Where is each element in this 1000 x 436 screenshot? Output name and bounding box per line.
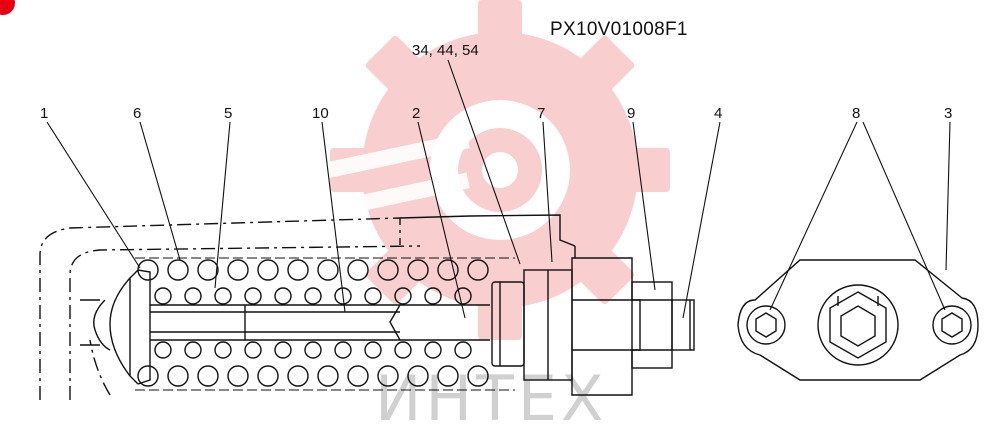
part-label: 7 [537,105,546,122]
part-label: 1 [40,105,49,122]
piston [491,281,525,367]
part-label: 9 [627,105,636,122]
leader-lines [46,59,951,319]
housing-outline [39,217,421,400]
part-label: 10 [312,105,329,122]
housing-top-line [399,214,576,247]
central-rod [150,304,490,341]
spring-coils-bottom [137,341,489,387]
part-label: 4 [714,105,723,122]
left-retainer [80,269,151,385]
part-label: 34, 44, 54 [412,42,479,59]
drawing-code: PX10V01008F1 [550,19,688,40]
part-label: 3 [944,105,953,122]
flange-plate-view [737,259,979,381]
part-label: 8 [852,105,861,122]
part-label: 5 [224,105,233,122]
watermark-text: ИНТЕХ [375,362,608,435]
part-label: 2 [412,105,421,122]
cap-body [523,257,641,396]
part-label: 6 [133,105,142,122]
nut-and-bolt [631,281,695,369]
corner-badge-icon [0,0,15,15]
spring-coils-top [137,259,489,305]
